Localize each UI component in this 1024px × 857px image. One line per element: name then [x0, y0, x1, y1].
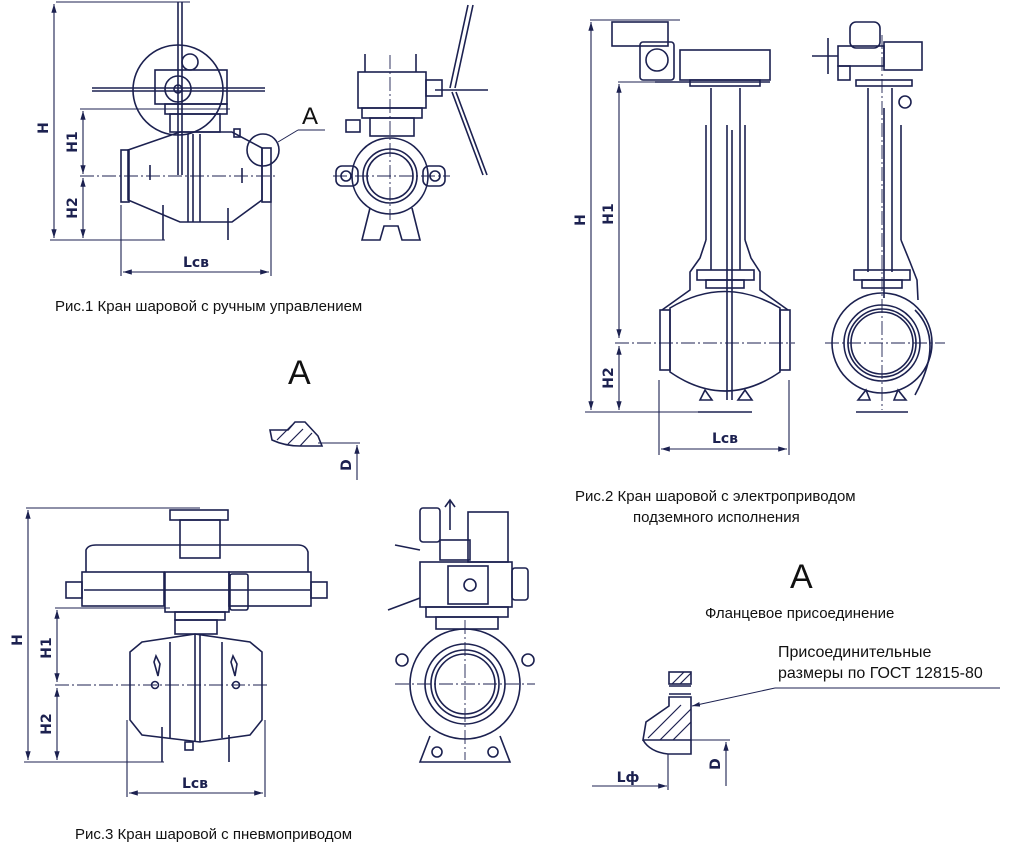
fig1-dim-l-label: Lсв [183, 255, 209, 271]
fig3-dim-h1-label: H1 [39, 637, 55, 658]
figure2-caption-line1: Рис.2 Кран шаровой с электроприводом [575, 488, 856, 505]
flange-dim-l-label: Lф [617, 770, 640, 786]
detail-weld-end [269, 421, 360, 480]
fig2-dim-h1-label: H1 [601, 203, 617, 224]
figure1-side-view [333, 4, 488, 241]
flange-note-line1: Присоединительные [778, 644, 932, 661]
figure2-caption-line2: подземного исполнения [633, 509, 800, 526]
fig2-dim-h-label: H [573, 214, 589, 226]
fig1-dim-h-label: H [36, 122, 52, 134]
figure3-front-view [24, 507, 328, 797]
fig2-dim-h2-label: H2 [601, 367, 617, 388]
figure1-front-view [50, 1, 325, 276]
fig3-dim-l-label: Lсв [182, 776, 208, 792]
fig2-dim-l-label: Lсв [712, 431, 738, 447]
figure3-caption: Рис.3 Кран шаровой с пневмоприводом [75, 826, 353, 843]
fig3-dim-h2-label: H2 [39, 713, 55, 734]
figure1-caption: Рис.1 Кран шаровой с ручным управлением [55, 298, 363, 315]
detail-flange-title: A [790, 558, 813, 596]
fig1-callout-a: A [302, 103, 318, 130]
figure3-side-view [387, 498, 535, 763]
figure2-side-view [812, 21, 945, 413]
fig3-dim-h-label: H [10, 634, 26, 646]
detail-flange-subtitle: Фланцевое присоединение [705, 605, 895, 622]
detail-weld-title: A [288, 354, 311, 392]
fig1-dim-h1-label: H1 [65, 131, 81, 152]
detail-weld-dim-d-label: D [339, 459, 355, 471]
figure2-front-view [585, 19, 795, 455]
detail-flange [592, 671, 1000, 790]
fig1-dim-h2-label: H2 [65, 197, 81, 218]
flange-dim-d-label: D [708, 758, 724, 770]
flange-note-line2: размеры по ГОСТ 12815-80 [778, 665, 983, 682]
